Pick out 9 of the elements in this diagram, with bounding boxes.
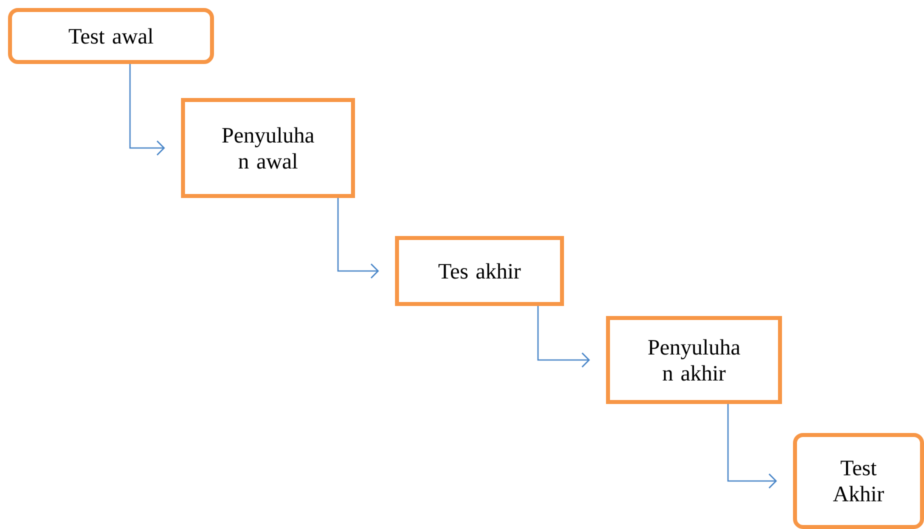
process-box: Penyuluha n awal <box>181 98 355 198</box>
arrow <box>129 64 165 156</box>
process-box: Penyuluha n akhir <box>606 316 782 404</box>
arrow <box>337 198 379 278</box>
process-box: Tes akhir <box>395 236 564 306</box>
process-box: Test awal <box>8 8 214 64</box>
process-box: Test Akhir <box>793 433 924 529</box>
arrow <box>537 306 590 368</box>
arrow <box>727 404 777 488</box>
